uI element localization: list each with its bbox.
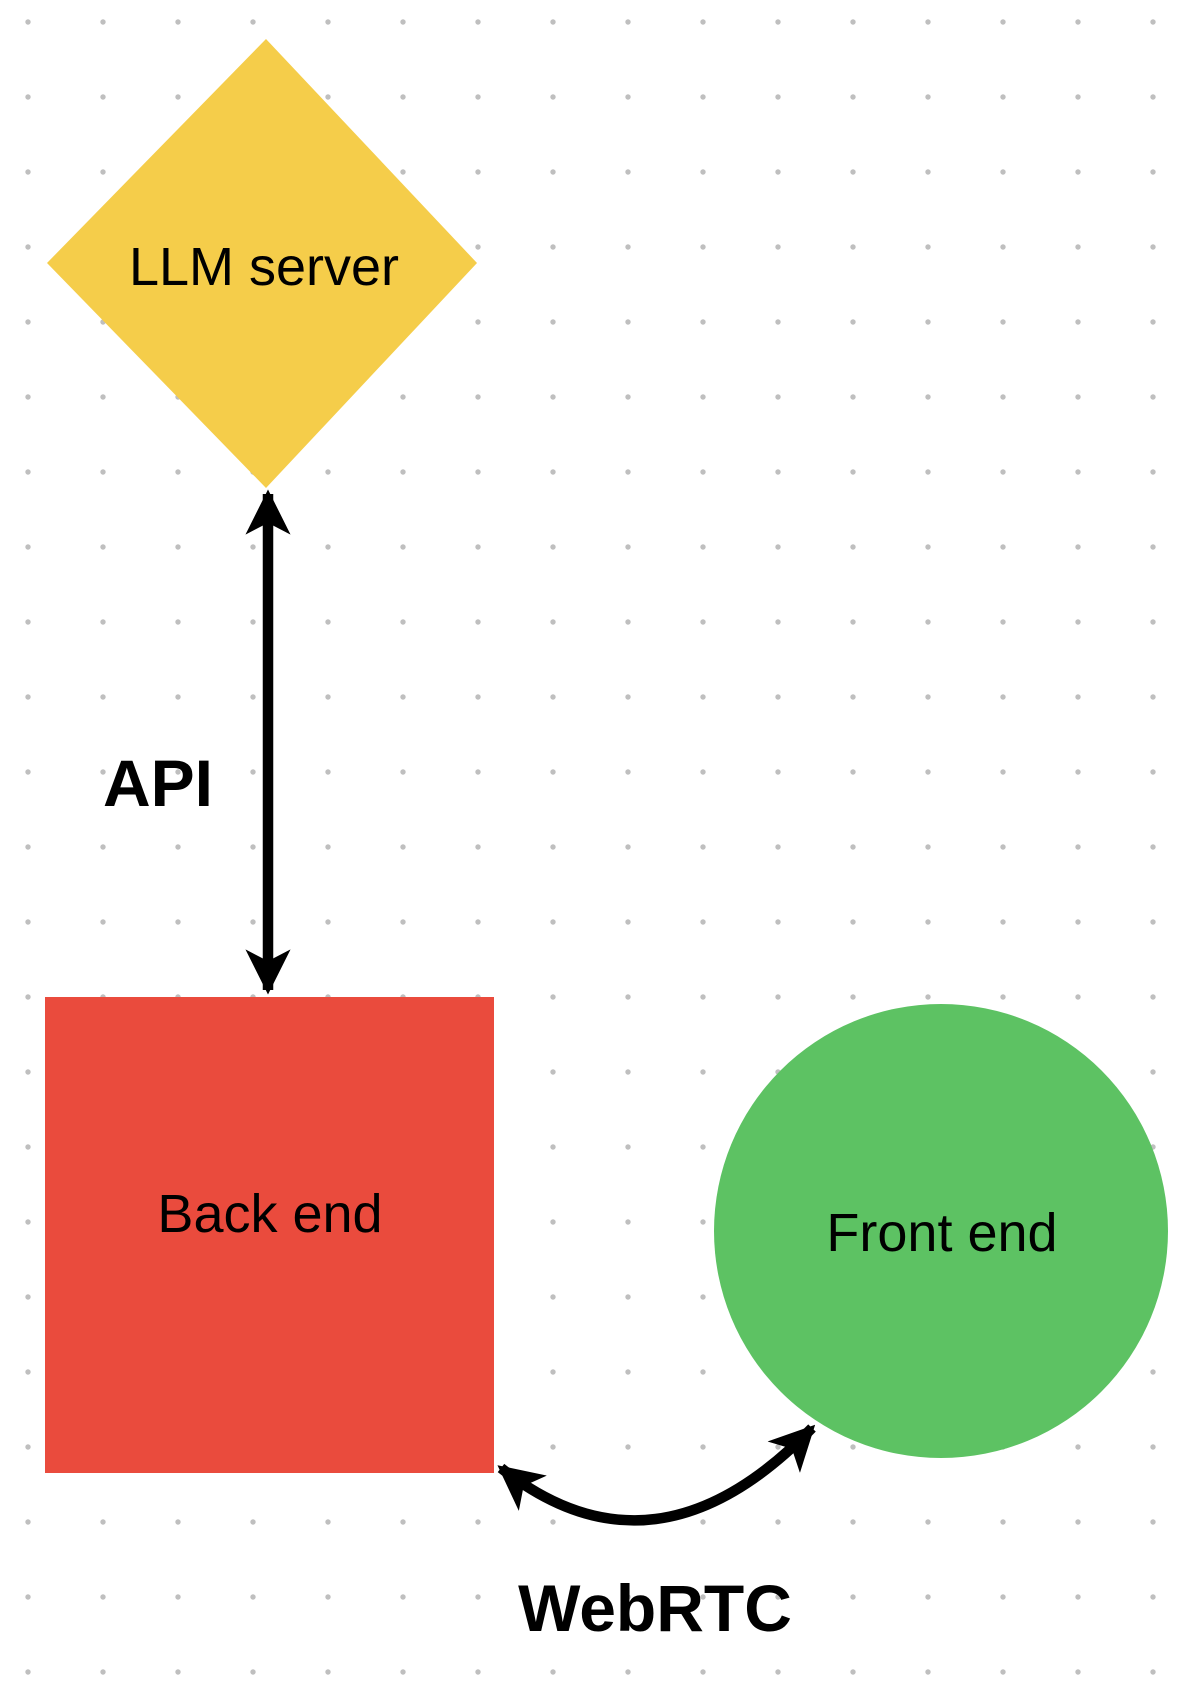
node-back-end-label: Back end [157, 1184, 382, 1244]
edge-webrtc-label: WebRTC [518, 1571, 792, 1645]
node-llm-server-label: LLM server [129, 237, 399, 297]
node-llm-server-diamond[interactable] [47, 39, 477, 488]
edge-api-label: API [103, 746, 213, 820]
node-back-end-square[interactable] [45, 997, 494, 1473]
node-front-end-circle[interactable] [714, 1004, 1168, 1458]
edge-webrtc-arrow[interactable] [497, 1424, 816, 1526]
node-front-end-label: Front end [826, 1203, 1057, 1263]
